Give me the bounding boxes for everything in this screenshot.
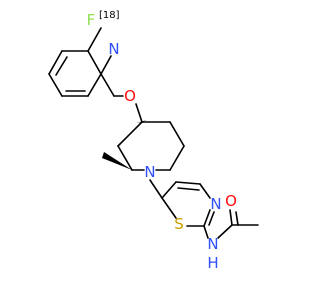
amide-nitrogen-label: N xyxy=(207,235,218,253)
thiazole-ring xyxy=(161,181,215,227)
bond xyxy=(100,55,112,75)
ether-linker xyxy=(113,95,143,123)
bond xyxy=(48,50,63,75)
bond xyxy=(177,187,200,191)
bond xyxy=(217,224,233,239)
ether-oxygen-label: O xyxy=(124,87,136,105)
bond xyxy=(199,183,211,199)
chemical-structure-diagram: F [18] N O N N S N H O xyxy=(48,10,259,272)
bond xyxy=(135,103,143,123)
thiazole-sulfur-label: S xyxy=(174,215,184,233)
pyridine-ring xyxy=(48,27,115,97)
bond xyxy=(149,179,163,199)
bond xyxy=(235,211,239,226)
bond xyxy=(161,181,177,199)
bond xyxy=(87,27,102,52)
stereo-wedge-bond xyxy=(102,152,132,170)
bond xyxy=(169,145,185,171)
bond xyxy=(55,56,68,76)
fluorine-label: F xyxy=(87,11,96,29)
bond xyxy=(100,73,115,97)
bond xyxy=(203,209,211,227)
bond xyxy=(48,73,63,97)
bond xyxy=(161,197,177,219)
bond xyxy=(169,121,185,147)
bond xyxy=(229,209,233,226)
bond xyxy=(87,50,102,75)
carbonyl-oxygen-label: O xyxy=(225,192,237,210)
bond xyxy=(203,225,209,239)
amide-hydrogen-label: H xyxy=(207,254,218,272)
piperidine-ring xyxy=(102,120,185,199)
bond xyxy=(87,73,102,97)
piperidine-nitrogen-label: N xyxy=(144,163,155,181)
bond xyxy=(117,145,133,171)
acetamide-group xyxy=(203,209,259,239)
bond xyxy=(208,211,215,226)
isotope-label: [18] xyxy=(99,10,120,21)
bond xyxy=(117,121,143,147)
pyridine-nitrogen-label: N xyxy=(108,40,119,58)
bond xyxy=(175,181,201,185)
thiazole-nitrogen-label: N xyxy=(210,195,221,213)
